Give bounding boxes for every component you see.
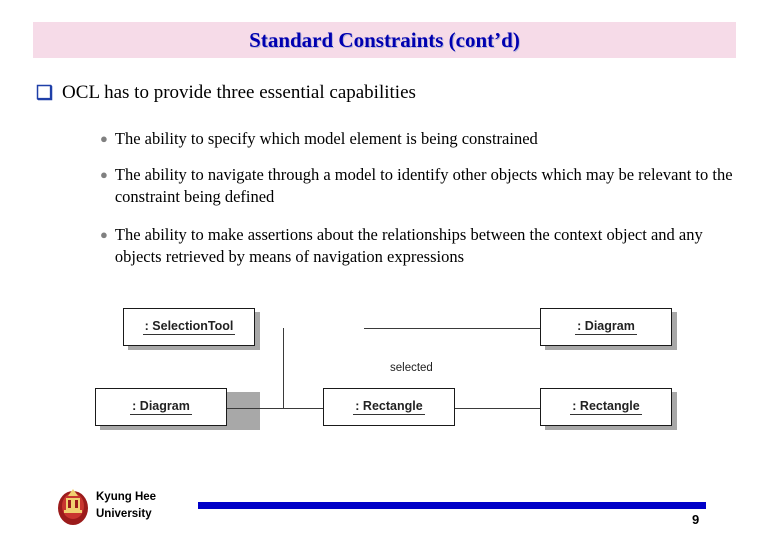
bullet-level2-2: ● The ability to navigate through a mode… bbox=[100, 164, 736, 208]
slide-title-band: Standard Constraints (cont’d) bbox=[33, 22, 736, 58]
bullet-level2-3-text: The ability to make assertions about the… bbox=[114, 225, 703, 266]
object-box-rectangle-right[interactable]: : Rectangle bbox=[540, 388, 672, 426]
object-box-label: : Rectangle bbox=[353, 399, 425, 416]
footer-org-line2: University bbox=[96, 507, 152, 520]
bullet-level2-2-text: The ability to navigate through a model … bbox=[114, 165, 733, 206]
page-number: 9 bbox=[692, 512, 700, 527]
object-box-label: : Diagram bbox=[575, 319, 637, 336]
object-box-label: : Diagram bbox=[130, 399, 192, 416]
object-box-diagram-top[interactable]: : Diagram bbox=[540, 308, 672, 346]
footer-org-line1: Kyung Hee bbox=[96, 491, 157, 503]
bullet-level2-3: ● The ability to make assertions about t… bbox=[100, 224, 736, 268]
object-box-label: : SelectionTool bbox=[142, 319, 236, 336]
bullet-level2-1-text: The ability to specify which model eleme… bbox=[114, 129, 538, 148]
bullet-level1-text: OCL has to provide three essential capab… bbox=[62, 82, 416, 103]
uml-object-diagram: selected : SelectionTool : Diagram : Dia… bbox=[90, 300, 690, 440]
link-selectiontool-to-diagram bbox=[364, 328, 540, 330]
footer-organization: Kyung Hee University bbox=[96, 489, 156, 522]
footer-rule bbox=[198, 502, 706, 509]
link-label-selected: selected bbox=[390, 362, 433, 374]
object-box-diagram-bottom[interactable]: : Diagram bbox=[95, 388, 227, 426]
object-box-selectiontool[interactable]: : SelectionTool bbox=[123, 308, 255, 346]
university-logo-icon bbox=[55, 486, 91, 526]
dot-bullet-icon: ● bbox=[100, 227, 108, 242]
bullet-level1: ❑ OCL has to provide three essential cap… bbox=[36, 82, 736, 105]
dot-bullet-icon: ● bbox=[100, 131, 108, 146]
link-selectiontool-to-rectangle bbox=[283, 328, 285, 408]
square-bullet-icon: ❑ bbox=[36, 83, 54, 104]
dot-bullet-icon: ● bbox=[100, 167, 108, 182]
object-box-rectangle-middle[interactable]: : Rectangle bbox=[323, 388, 455, 426]
bullet-level2-1: ● The ability to specify which model ele… bbox=[100, 128, 736, 150]
object-box-label: : Rectangle bbox=[570, 399, 642, 416]
page-title: Standard Constraints (cont’d) bbox=[249, 27, 520, 52]
